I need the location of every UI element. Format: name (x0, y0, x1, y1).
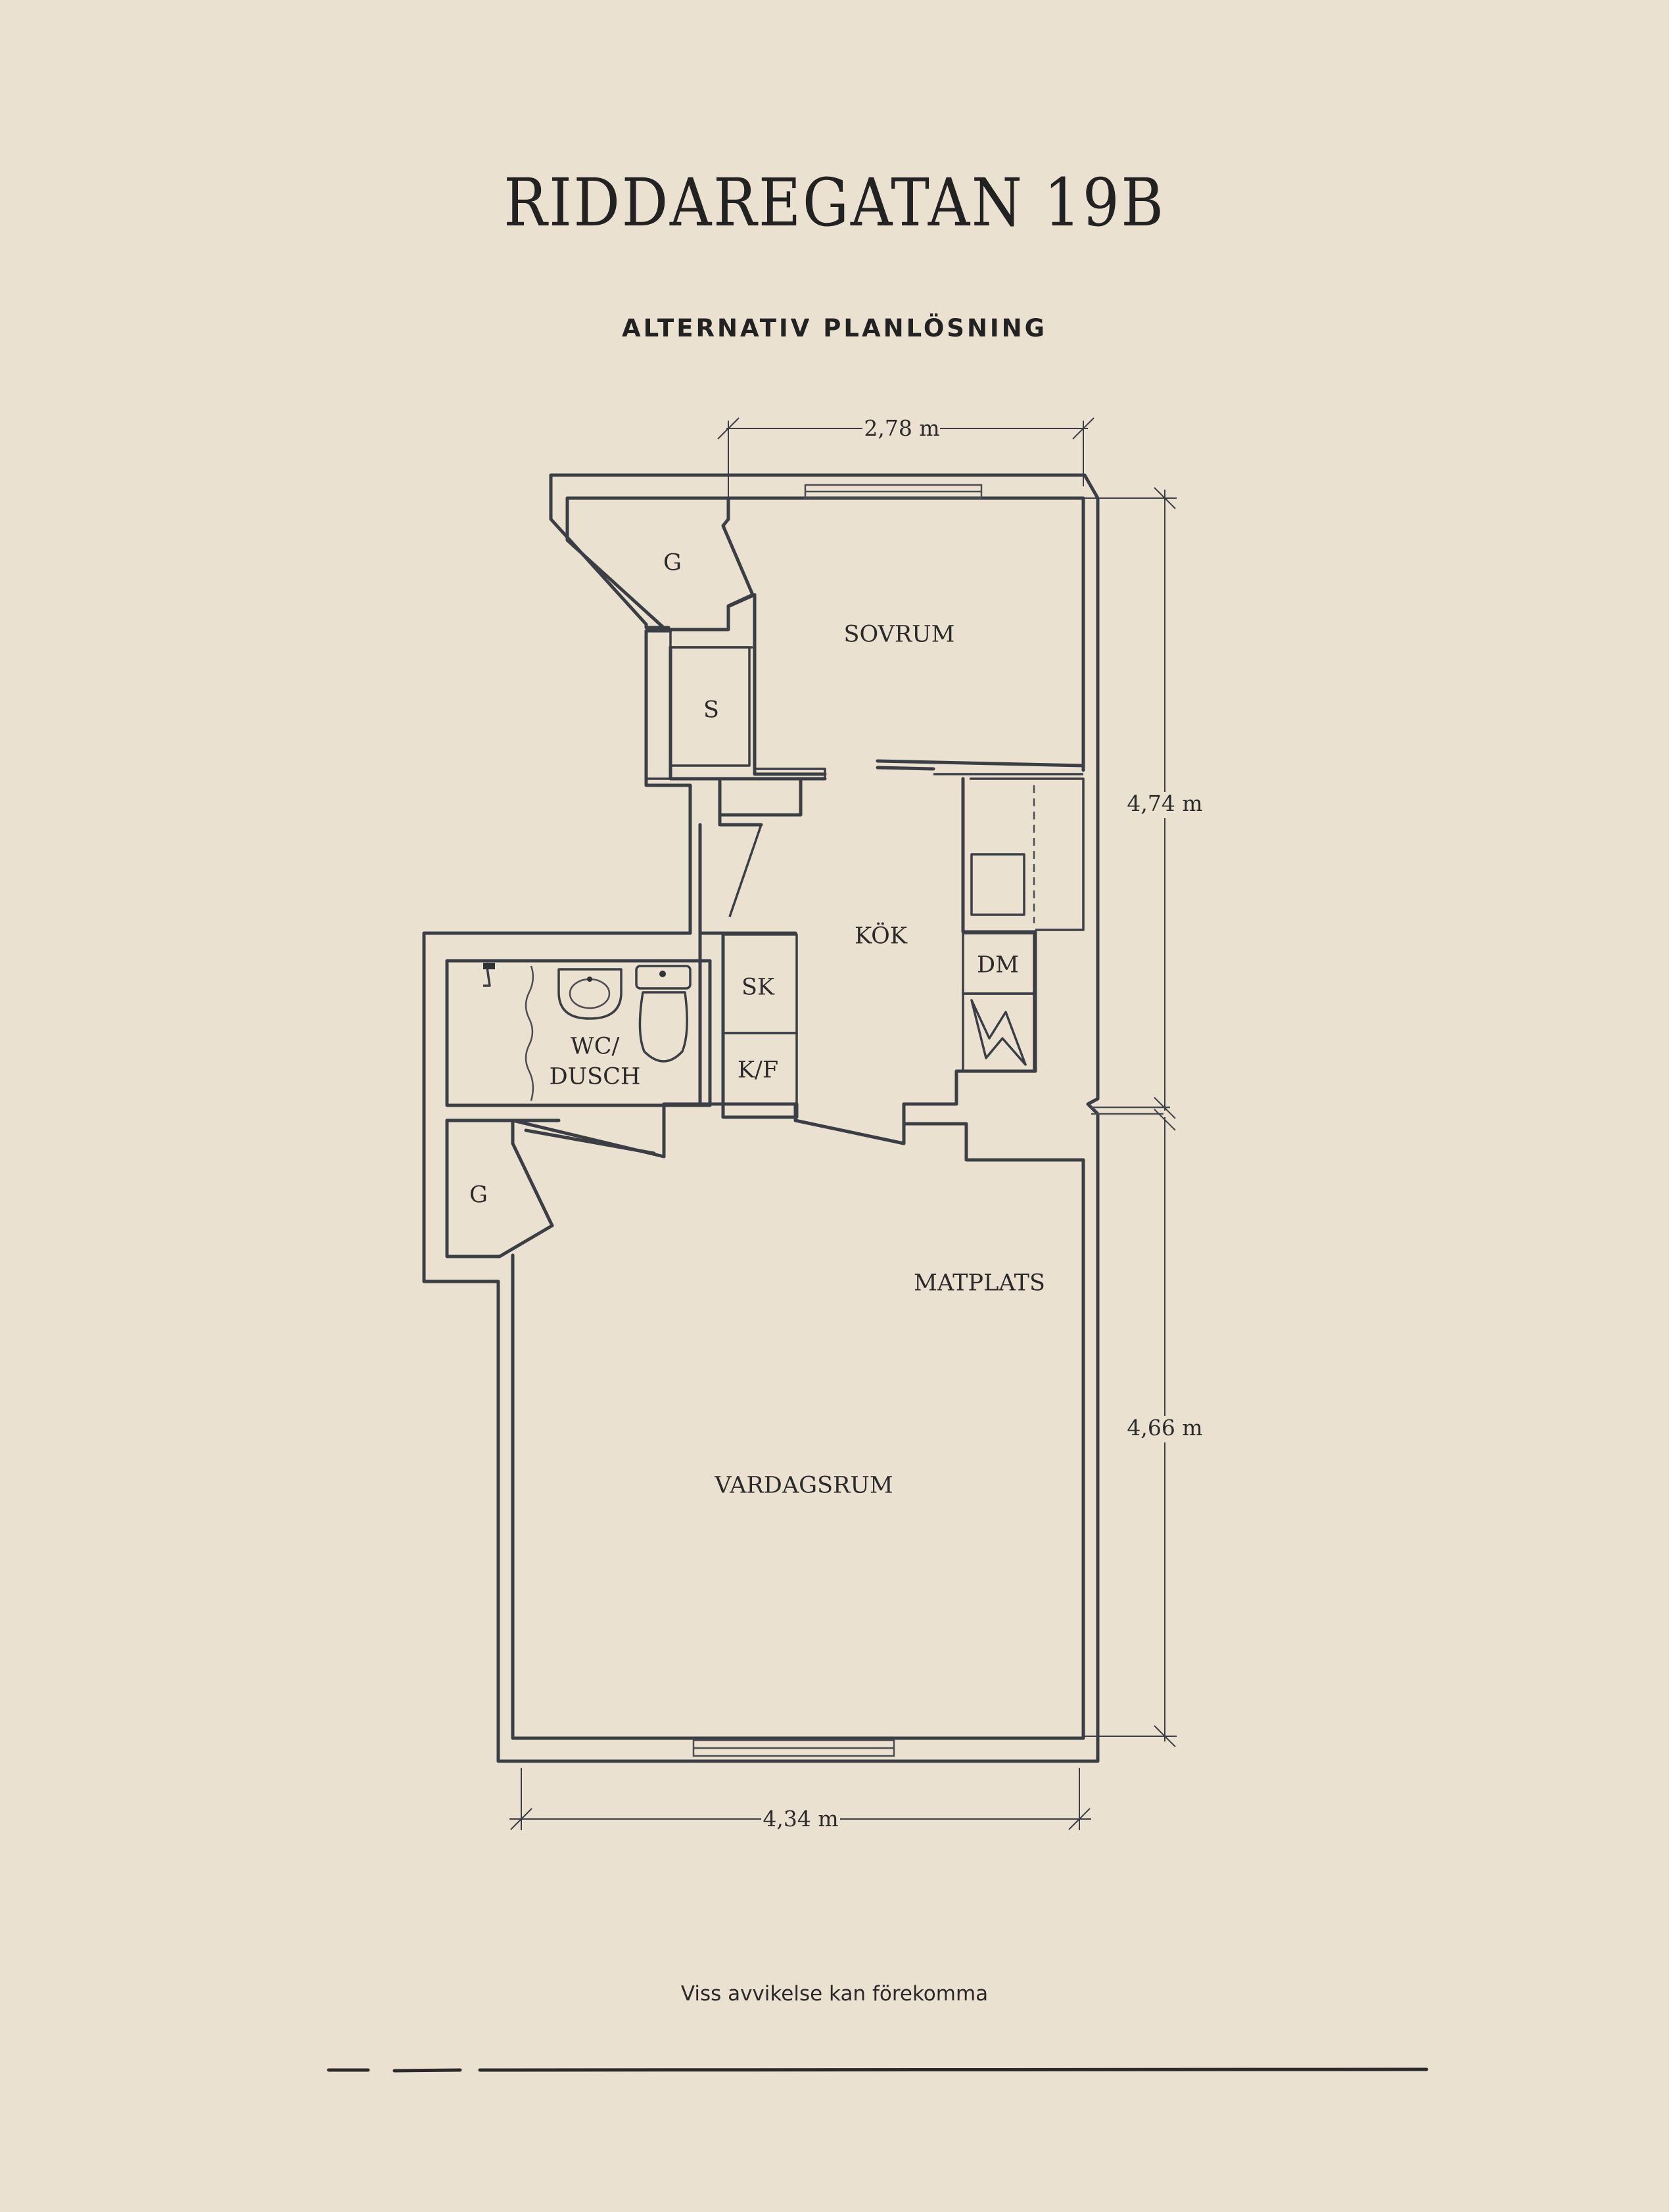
room-label-vardagsrum: VARDAGSRUM (714, 1473, 893, 1499)
page-title: RIDDAREGATAN 19B (504, 164, 1165, 241)
kitchen-walls (665, 759, 1085, 1145)
room-label-sk: SK (741, 975, 775, 1001)
dimension-lower-height: 4,66 m (1127, 1415, 1202, 1440)
room-label-wc: WC/ (571, 1034, 620, 1060)
dimension-upper-height: 4,74 m (1127, 791, 1202, 816)
bathroom (445, 959, 712, 1107)
room-label-dusch: DUSCH (550, 1064, 641, 1090)
room-label-dm: DM (977, 952, 1019, 979)
disclaimer-note: Viss avvikelse kan förekomma (680, 1982, 989, 2006)
room-label-sovrum: SOVRUM (843, 622, 954, 648)
dimension-bottom-width: 4,34 m (763, 1806, 838, 1832)
page-subtitle: ALTERNATIV PLANLÖSNING (621, 314, 1048, 342)
room-label-g-bottom: G (469, 1182, 488, 1209)
top-window (804, 484, 983, 499)
passage-walls (445, 1102, 1170, 1740)
room-label-kf: K/F (738, 1057, 778, 1084)
room-label-matplats: MATPLATS (914, 1270, 1045, 1297)
room-label-kok: KÖK (855, 922, 908, 950)
dimension-top-width: 2,78 m (864, 415, 939, 441)
room-label-s: S (703, 697, 719, 724)
room-label-g-top: G (663, 550, 682, 576)
bottom-window (692, 1739, 895, 1757)
closet-s (647, 646, 826, 780)
